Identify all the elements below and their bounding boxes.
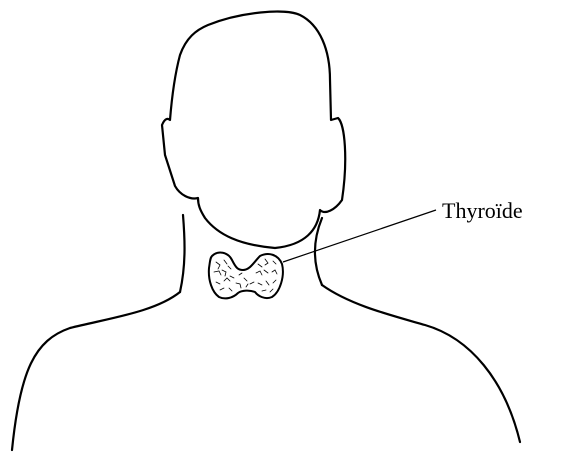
shoulder-right-outline xyxy=(322,285,520,442)
thyroid-label: Thyroïde xyxy=(442,198,523,223)
neck-left-outline xyxy=(180,215,185,292)
shoulder-left-outline xyxy=(12,292,180,450)
thyroid-outline xyxy=(209,253,283,299)
head-outline xyxy=(162,12,345,248)
neck-right-outline xyxy=(315,218,322,285)
thyroid-gland xyxy=(209,253,283,299)
